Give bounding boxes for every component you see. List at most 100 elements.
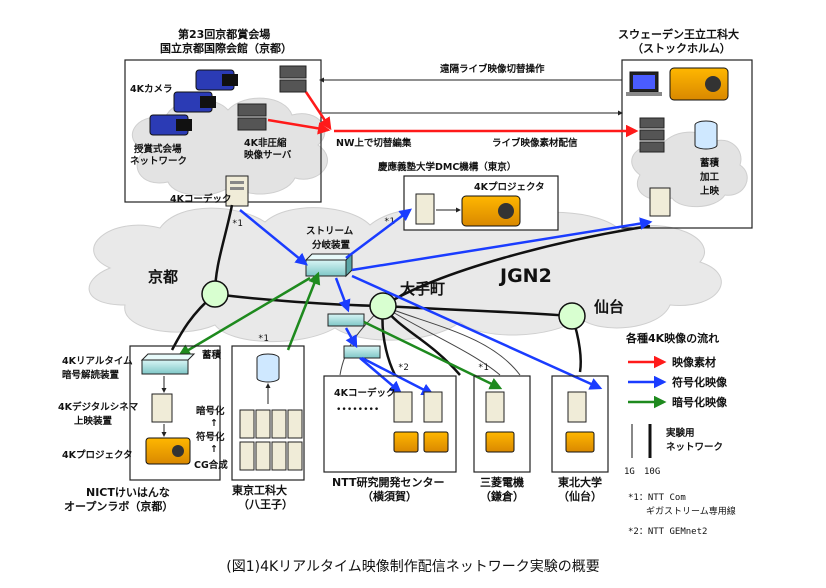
tit-encode-label: 符号化 [196, 431, 225, 443]
render-cluster-icon [239, 409, 303, 471]
legend-label-3: 暗号化映像 [672, 395, 728, 409]
projector-icon-keio [461, 195, 521, 227]
codec-icon-tohoku [567, 391, 587, 423]
otemachi-node-icon [369, 292, 397, 320]
note1-mark-keio: *1 [384, 217, 395, 227]
tohoku-title-1: 東北大学 [558, 475, 602, 489]
red-arrow-2 [267, 118, 331, 135]
decoder-icon-nict [140, 353, 196, 375]
sendai-node-icon [558, 302, 586, 330]
sweden-box [621, 59, 753, 229]
legend-net-label-2: ネットワーク [666, 442, 723, 453]
stream-splitter-icon [304, 252, 354, 278]
switch-icon-otemachi-2 [343, 345, 381, 359]
tit-title-2: （八王子） [238, 498, 293, 511]
encrypted-video-arrows [177, 271, 503, 390]
footnote-1b: ギガストリーム専用線 [646, 505, 736, 517]
projector-icon-sweden [669, 67, 729, 101]
nict-box [129, 345, 221, 481]
nict-cinema-label-1: 4Kデジタルシネマ [58, 401, 139, 413]
sweden-store-label: 蓄積 [700, 157, 720, 169]
tit-arrow-up-2: ↑ [210, 444, 218, 455]
codec-icon-kyoto [225, 175, 249, 207]
legend-net-label-1: 実験用 [666, 427, 695, 439]
ntt-dots: •••••••• [336, 405, 379, 415]
otemachi-node-label: 大手町 [400, 280, 445, 298]
note1-mark-mitsubishi: *1 [478, 363, 489, 373]
tit-box [231, 345, 305, 481]
sweden-process-label: 加工 [699, 171, 720, 183]
storage-icon-sweden [694, 120, 718, 150]
venue-net-label-1: 授賞式会場 [134, 143, 182, 155]
stream-splitter-label-1: ストリーム [306, 226, 354, 237]
venue-net-label-2: ネットワーク [130, 156, 187, 167]
note2-mark: *2 [398, 363, 409, 373]
tit-store-label: 蓄積 [202, 349, 222, 361]
kyoto-node-label: 京都 [148, 268, 178, 286]
keio-projector-label: 4Kプロジェクタ [474, 181, 545, 193]
codec-icon-keio [415, 193, 435, 225]
figure-caption: (図1)4Kリアルタイム映像制作配信ネットワーク実験の概要 [226, 559, 600, 575]
remote-switch-label: 遠隔ライブ映像切替操作 [440, 63, 545, 75]
sweden-title-1: スウェーデン王立工科大 [618, 27, 739, 41]
server-label-1: 4K非圧縮 [244, 137, 287, 149]
kyoto-node-icon [201, 280, 229, 308]
mitsubishi-box [473, 375, 531, 473]
switch-icon-otemachi-1 [327, 313, 365, 327]
legend-title: 各種4K映像の流れ [625, 331, 719, 345]
codec-kyoto-label: 4Kコーデック [170, 193, 231, 205]
legend-1g-label: 1G [624, 467, 635, 477]
ntt-title-1: NTT研究開発センター [332, 475, 444, 489]
ntt-box [323, 375, 457, 473]
storage-icon-tit [256, 353, 280, 383]
live-dist-label: ライブ映像素材配信 [492, 137, 578, 149]
server-label-2: 映像サーバ [244, 149, 292, 161]
note1-mark-kyoto: *1 [232, 219, 243, 229]
projector-icon-nict [145, 437, 191, 465]
jgn2-label: JGN2 [498, 265, 552, 287]
network-diagram: 第23回京都賞会場 国立京都国際会館（京都） 4Kカメラ 授賞式会場 ネットワー… [58, 27, 753, 537]
ntt-codec-label: 4Kコーデック [334, 387, 395, 399]
footnote-2: *2：NTT GEMnet2 [628, 527, 707, 537]
tit-title-1: 東京工科大 [232, 483, 287, 497]
camera-label: 4Kカメラ [130, 84, 172, 95]
projector-icon-tohoku [565, 431, 595, 453]
sweden-show-label: 上映 [700, 185, 720, 197]
mitsubishi-title-2: （鎌倉） [480, 489, 524, 503]
nict-decoder-label-1: 4Kリアルタイム [62, 355, 133, 367]
nict-title-2: オープンラボ（京都） [64, 499, 173, 513]
codec-icon-sweden [649, 187, 671, 217]
sweden-title-2: （ストックホルム） [632, 42, 731, 55]
mitsubishi-title-1: 三菱電機 [480, 475, 524, 489]
kyoto-venue-title-2: 国立京都国際会館（京都） [160, 41, 292, 55]
codec-icon-ntt [393, 391, 443, 423]
server-icon-sweden [639, 117, 665, 153]
legend-label-1: 映像素材 [672, 355, 716, 369]
sendai-node-label: 仙台 [594, 298, 624, 316]
cinema-icon-nict [151, 393, 173, 423]
legend-label-2: 符号化映像 [672, 375, 728, 389]
codec-icon-mitsubishi [485, 391, 505, 423]
tit-encrypt-label: 暗号化 [196, 405, 225, 417]
tohoku-title-2: （仙台） [558, 489, 602, 503]
camera-icon [149, 69, 238, 136]
keio-title: 慶應義塾大学DMC機構（東京） [378, 161, 516, 173]
server-icon [237, 65, 307, 131]
nict-projector-label: 4Kプロジェクタ [62, 449, 133, 461]
nict-title-1: NICTけいはんな [86, 486, 170, 499]
tohoku-box [551, 375, 609, 473]
stream-splitter-label-2: 分岐装置 [312, 239, 351, 251]
nw-edit-label: NW上で切替編集 [336, 137, 412, 149]
red-arrow-1 [304, 91, 332, 131]
nict-decoder-label-2: 暗号解読装置 [62, 369, 120, 381]
nict-cinema-label-2: 上映装置 [74, 415, 113, 427]
ntt-title-2: （横須賀） [362, 489, 417, 503]
projector-icon-ntt [393, 431, 449, 453]
kyoto-venue-title-1: 第23回京都賞会場 [178, 27, 270, 41]
tit-cg-label: CG合成 [194, 459, 228, 471]
note1-mark-tit: *1 [258, 334, 269, 344]
projector-icon-mitsubishi [485, 431, 515, 453]
legend-10g-label: 10G [644, 467, 660, 477]
footnote-1a: *1：NTT Com [628, 493, 686, 503]
